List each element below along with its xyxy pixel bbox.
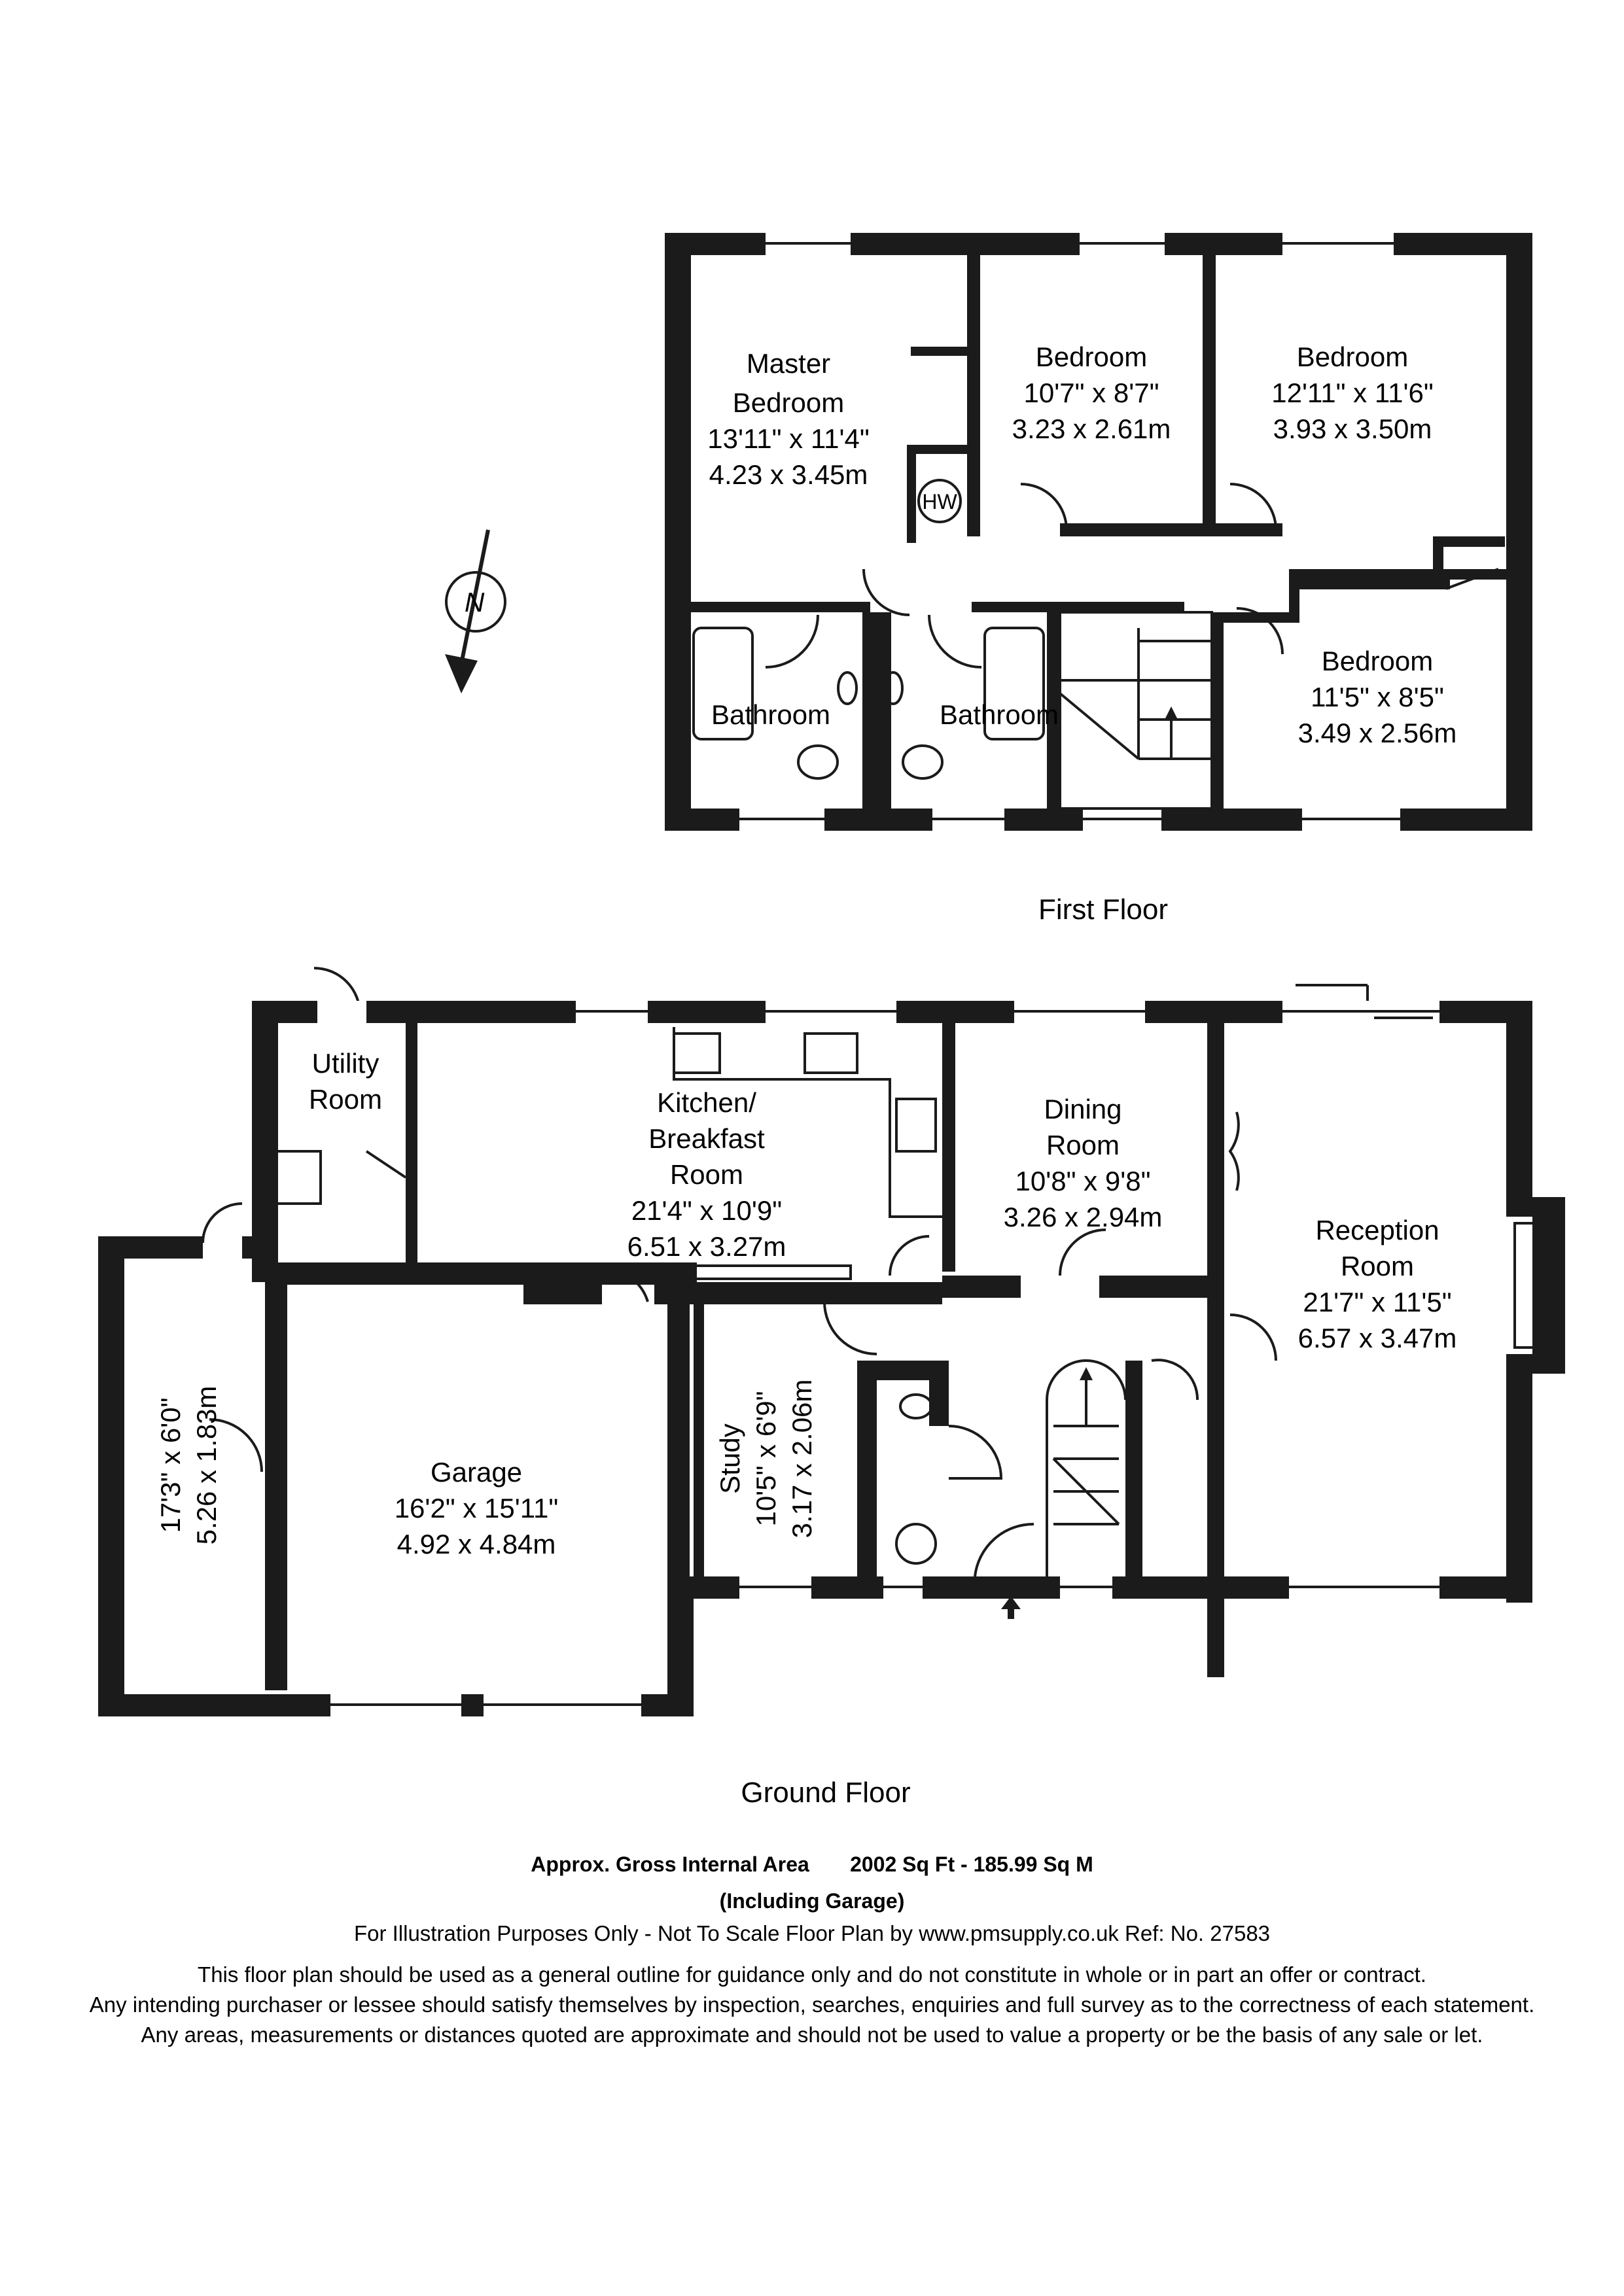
svg-text:Bedroom: Bedroom (1297, 341, 1408, 372)
svg-text:Bedroom: Bedroom (1322, 646, 1433, 676)
svg-text:17'3" x 6'0": 17'3" x 6'0" (155, 1398, 186, 1533)
svg-text:6.57 x 3.47m: 6.57 x 3.47m (1298, 1323, 1457, 1353)
svg-text:Bedroom: Bedroom (1036, 341, 1147, 372)
svg-text:Reception: Reception (1315, 1215, 1439, 1245)
svg-text:10'5" x 6'9": 10'5" x 6'9" (750, 1391, 781, 1527)
bathroom-2-label: Bathroom (940, 699, 1059, 730)
dining-room-label: Dining Room 10'8" x 9'8" 3.26 x 2.94m (1004, 1094, 1163, 1232)
entrance-arrow-icon (1001, 1596, 1021, 1619)
hw-cylinder-icon (917, 479, 962, 523)
store-label: 17'3" x 6'0" 5.26 x 1.83m (155, 1386, 222, 1545)
svg-text:21'4" x 10'9": 21'4" x 10'9" (631, 1195, 782, 1226)
hob-icon (895, 1098, 937, 1153)
svg-text:Room: Room (309, 1084, 382, 1115)
first-floor-right-wall (1506, 233, 1532, 831)
first-floor-stairs (1059, 611, 1213, 810)
svg-text:21'7" x 11'5": 21'7" x 11'5" (1303, 1287, 1451, 1317)
svg-text:Study: Study (715, 1423, 745, 1493)
svg-text:3.26 x 2.94m: 3.26 x 2.94m (1004, 1202, 1163, 1232)
reception-room-label: Reception Room 21'7" x 11'5" 6.57 x 3.47… (1298, 1215, 1457, 1353)
bath-icon (692, 627, 754, 740)
garage-label: Garage 16'2" x 15'11" 4.92 x 4.84m (395, 1457, 559, 1559)
area-value: 2002 Sq Ft - 185.99 Sq M (850, 1852, 1093, 1876)
svg-text:Room: Room (1341, 1251, 1414, 1281)
svg-text:11'5" x 8'5": 11'5" x 8'5" (1311, 682, 1444, 712)
svg-text:5.26 x 1.83m: 5.26 x 1.83m (191, 1386, 222, 1545)
svg-text:Master: Master (747, 348, 830, 379)
bedroom-3-label: Bedroom 12'11" x 11'6" 3.93 x 3.50m (1271, 341, 1433, 444)
svg-text:10'7" x 8'7": 10'7" x 8'7" (1024, 377, 1159, 408)
compass-letter: N (465, 587, 485, 617)
first-floor-plan (665, 233, 1532, 831)
svg-text:3.93 x 3.50m: 3.93 x 3.50m (1273, 413, 1432, 444)
basin-icon (883, 671, 904, 705)
bedroom-4-label: Bedroom 11'5" x 8'5" 3.49 x 2.56m (1298, 646, 1457, 748)
hw-label: HW (922, 490, 957, 513)
svg-text:Kitchen/: Kitchen/ (657, 1087, 756, 1118)
master-bedroom-label: Master Bedroom 13'11" x 11'4" 4.23 x 3.4… (707, 348, 869, 490)
svg-text:3.49 x 2.56m: 3.49 x 2.56m (1298, 718, 1457, 748)
toilet-icon (797, 744, 839, 780)
area-line: Approx. Gross Internal Area 2002 Sq Ft -… (0, 1852, 1624, 1877)
sink-icon (803, 1032, 858, 1074)
disclaimer-line-1: This floor plan should be used as a gene… (198, 1962, 1426, 1987)
svg-text:Bedroom: Bedroom (733, 387, 844, 418)
ground-floor-label: Ground Floor (741, 1777, 910, 1809)
study-label: Study 10'5" x 6'9" 3.17 x 2.06m (715, 1380, 817, 1539)
disclaimer-line-2: Any intending purchaser or lessee should… (89, 1992, 1535, 2017)
svg-text:4.92 x 4.84m: 4.92 x 4.84m (397, 1529, 556, 1559)
compass-rose: N (445, 529, 506, 693)
area-label: Approx. Gross Internal Area (531, 1852, 809, 1876)
ground-floor-plan (98, 967, 1565, 1716)
svg-text:10'8" x 9'8": 10'8" x 9'8" (1015, 1166, 1151, 1196)
first-floor-left-wall (665, 233, 691, 831)
svg-text:3.17 x 2.06m: 3.17 x 2.06m (786, 1380, 817, 1539)
svg-text:Dining: Dining (1044, 1094, 1121, 1124)
svg-text:Utility: Utility (312, 1048, 380, 1079)
bedroom-2-label: Bedroom 10'7" x 8'7" 3.23 x 2.61m (1012, 341, 1171, 444)
kitchen-label: Kitchen/ Breakfast Room 21'4" x 10'9" 6.… (627, 1087, 786, 1262)
svg-text:3.23 x 2.61m: 3.23 x 2.61m (1012, 413, 1171, 444)
first-floor-internal-wall (967, 255, 980, 536)
bathroom-1-label: Bathroom (711, 699, 830, 730)
svg-text:Room: Room (1046, 1130, 1120, 1160)
basin-icon (837, 671, 858, 705)
svg-text:Room: Room (670, 1159, 743, 1190)
first-floor-label: First Floor (1038, 894, 1168, 926)
svg-text:4.23 x 3.45m: 4.23 x 3.45m (709, 459, 868, 490)
first-floor-internal-wall (1203, 255, 1216, 536)
sink-icon (274, 1150, 322, 1205)
svg-text:6.51 x 3.27m: 6.51 x 3.27m (627, 1231, 786, 1262)
svg-text:13'11" x 11'4": 13'11" x 11'4" (707, 423, 869, 454)
ground-floor-stairs (1046, 1359, 1142, 1599)
bath-icon (983, 627, 1045, 740)
svg-text:Breakfast: Breakfast (648, 1123, 765, 1154)
north-arrow-icon (445, 654, 478, 693)
basin-icon (899, 1393, 933, 1419)
svg-text:12'11" x 11'6": 12'11" x 11'6" (1271, 377, 1433, 408)
disclaimer-line-3: Any areas, measurements or distances quo… (141, 2023, 1483, 2047)
including-garage: (Including Garage) (719, 1889, 905, 1913)
illustration-note: For Illustration Purposes Only - Not To … (353, 1921, 1271, 1945)
utility-room-label: Utility Room (309, 1048, 382, 1115)
toilet-icon (902, 744, 944, 780)
svg-text:16'2" x 15'11": 16'2" x 15'11" (395, 1493, 559, 1523)
svg-text:Garage: Garage (431, 1457, 522, 1487)
toilet-icon (895, 1523, 937, 1565)
